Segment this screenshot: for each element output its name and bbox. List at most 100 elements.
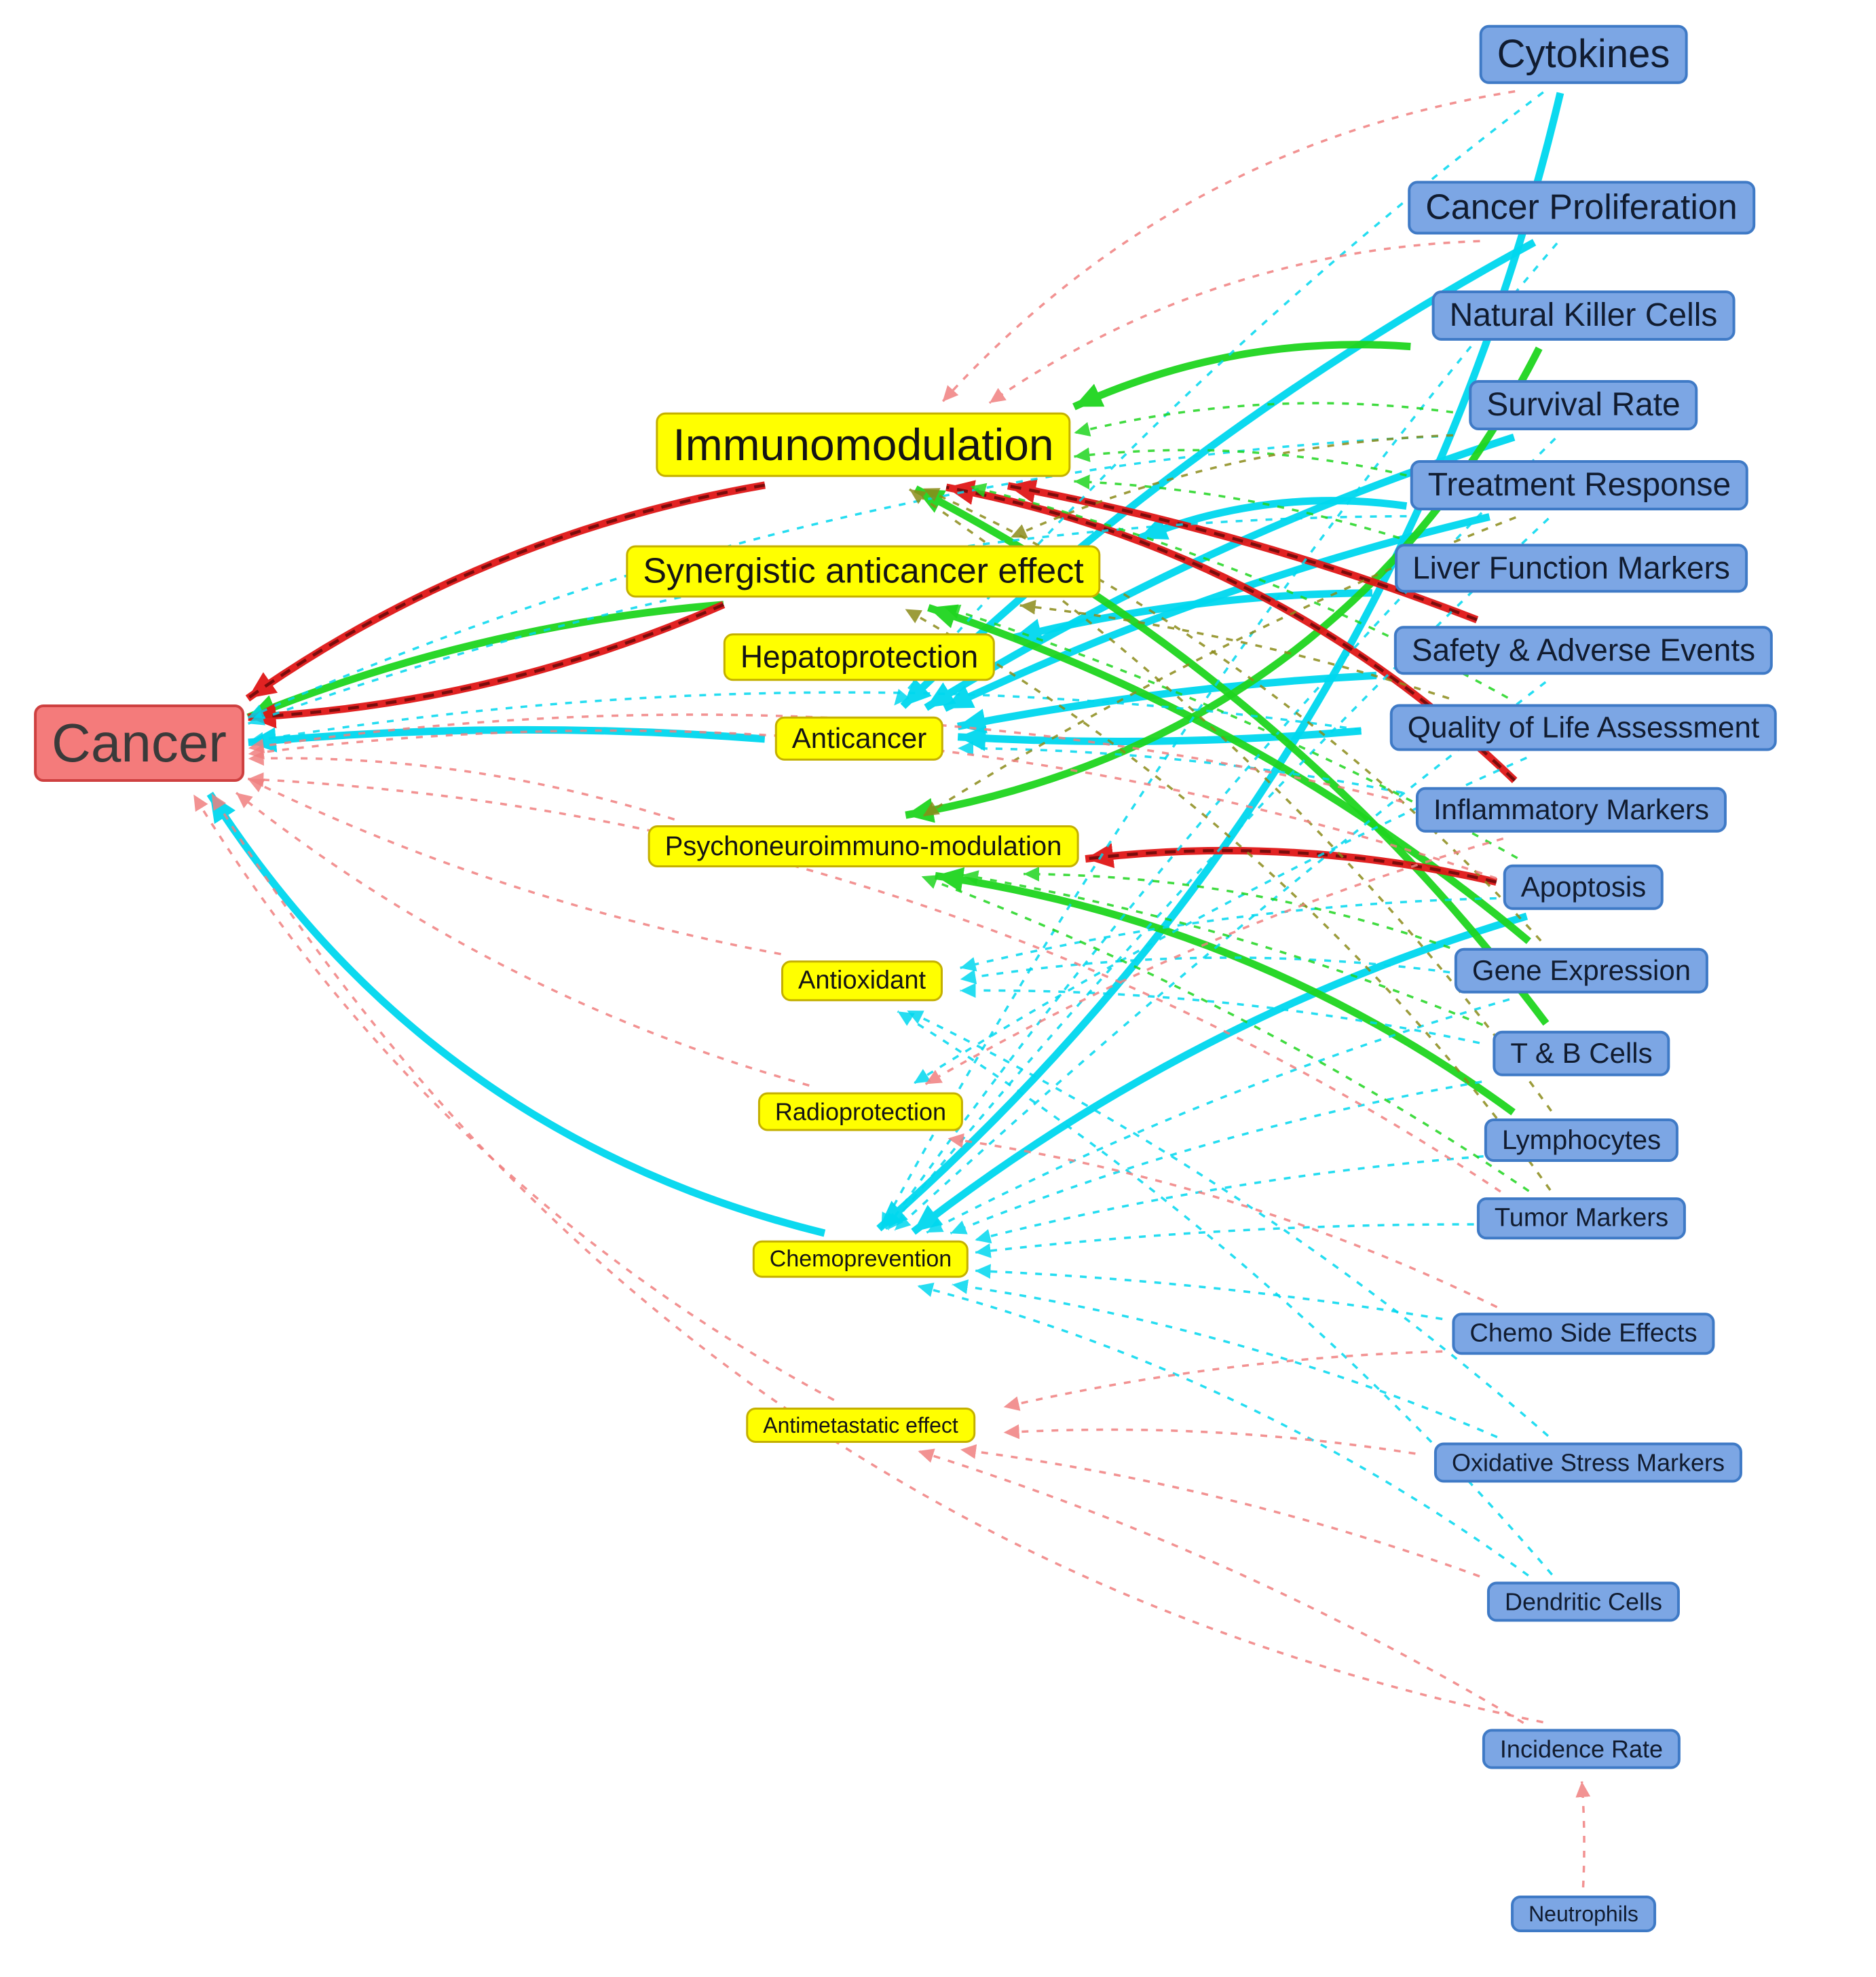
node-label-immunomodulation: Immunomodulation xyxy=(673,419,1054,470)
node-label-neutrophils: Neutrophils xyxy=(1528,1902,1638,1926)
edge-safety_adverse-chemoprevention xyxy=(893,681,1547,1232)
node-chemoprevention[interactable]: Chemoprevention xyxy=(752,1240,969,1278)
edge-treatment_response-chemoprevention xyxy=(886,517,1550,1230)
edge-cancer_proliferation-immunomodulation xyxy=(988,240,1480,404)
edge-cytokines-immunomodulation xyxy=(941,90,1516,402)
node-label-t_b_cells: T & B Cells xyxy=(1510,1036,1653,1069)
edge-lymphocytes-chemoprevention xyxy=(974,1155,1484,1244)
node-chemo_side[interactable]: Chemo Side Effects xyxy=(1452,1313,1715,1355)
node-label-synergistic: Synergistic anticancer effect xyxy=(643,551,1084,591)
node-immunomodulation[interactable]: Immunomodulation xyxy=(656,412,1071,477)
node-label-incidence: Incidence Rate xyxy=(1499,1735,1664,1763)
edge-inflammatory-cancer xyxy=(248,713,1404,804)
edge-tumor_markers-psychoneuro xyxy=(920,875,1530,1192)
node-label-inflammatory: Inflammatory Markers xyxy=(1433,793,1710,825)
node-survival_rate[interactable]: Survival Rate xyxy=(1469,380,1698,430)
edge-chemo_side-radioprotection xyxy=(948,1133,1498,1308)
edge-treatment_response-cancer xyxy=(248,514,1407,726)
node-label-dendritic: Dendritic Cells xyxy=(1504,1587,1663,1616)
edge-dendritic-antimetastatic xyxy=(960,1444,1480,1578)
node-label-oxidative: Oxidative Stress Markers xyxy=(1451,1448,1725,1477)
edge-treatment_response-immunomodulation xyxy=(1074,447,1407,477)
edge-inflammatory-radioprotection xyxy=(924,837,1504,1085)
edge-chemo_side-antimetastatic xyxy=(1003,1350,1443,1411)
node-cytokines[interactable]: Cytokines xyxy=(1479,24,1688,84)
edge-t_b_cells-antioxidant xyxy=(960,983,1480,1044)
node-gene_expression[interactable]: Gene Expression xyxy=(1454,947,1709,994)
edge-dendritic-antioxidant xyxy=(897,1010,1554,1576)
edge-anticancer-cancer xyxy=(248,726,766,753)
node-radioprotection[interactable]: Radioprotection xyxy=(757,1092,964,1131)
edge-incidence-antimetastatic xyxy=(917,1448,1524,1725)
node-liver_function[interactable]: Liver Function Markers xyxy=(1395,544,1748,592)
node-safety_adverse[interactable]: Safety & Adverse Events xyxy=(1393,626,1774,675)
node-label-hepatoprotection: Hepatoprotection xyxy=(740,639,979,675)
edge-chemoprevention-cancer xyxy=(206,791,826,1237)
node-hepatoprotection[interactable]: Hepatoprotection xyxy=(723,633,996,681)
node-cancer_proliferation[interactable]: Cancer Proliferation xyxy=(1408,181,1755,235)
node-antioxidant[interactable]: Antioxidant xyxy=(781,960,943,1001)
node-label-radioprotection: Radioprotection xyxy=(774,1097,947,1126)
edge-natural_killer-immunomodulation xyxy=(1072,341,1411,411)
node-label-tumor_markers: Tumor Markers xyxy=(1494,1203,1669,1232)
node-label-cancer: Cancer xyxy=(52,713,227,773)
node-treatment_response[interactable]: Treatment Response xyxy=(1410,460,1749,510)
edge-treatment_response-psychoneuro xyxy=(922,516,1516,818)
edge-natural_killer-psychoneuro xyxy=(905,346,1543,823)
node-incidence[interactable]: Incidence Rate xyxy=(1482,1729,1681,1769)
node-synergistic[interactable]: Synergistic anticancer effect xyxy=(626,545,1101,598)
node-label-liver_function: Liver Function Markers xyxy=(1412,550,1730,586)
edge-neutrophils-incidence xyxy=(1575,1781,1591,1888)
node-psychoneuro[interactable]: Psychoneuroimmuno-modulation xyxy=(648,825,1079,867)
node-label-safety_adverse: Safety & Adverse Events xyxy=(1411,632,1756,668)
edge-qol-radioprotection xyxy=(913,756,1528,1085)
node-inflammatory[interactable]: Inflammatory Markers xyxy=(1415,787,1727,833)
edge-qol-synergistic xyxy=(1019,599,1450,700)
node-neutrophils[interactable]: Neutrophils xyxy=(1511,1896,1656,1932)
edge-stripe-safety_adverse-immunomodulation xyxy=(1007,484,1478,622)
node-label-antioxidant: Antioxidant xyxy=(798,966,926,995)
node-anticancer[interactable]: Anticancer xyxy=(774,716,944,761)
edge-stripe-apoptosis-psychoneuro xyxy=(1085,849,1497,884)
edge-apoptosis-chemoprevention xyxy=(911,912,1528,1235)
edge-qol-anticancer xyxy=(957,726,1362,751)
node-natural_killer[interactable]: Natural Killer Cells xyxy=(1431,290,1736,341)
edge-oxidative-chemoprevention xyxy=(952,1279,1498,1439)
edge-t_b_cells-chemoprevention xyxy=(950,1080,1482,1235)
edge-psychoneuro-cancer xyxy=(248,751,675,821)
edge-stripe-immunomodulation-cancer xyxy=(246,483,766,700)
edge-stripe-synergistic-cancer xyxy=(248,603,725,719)
edge-gene_expression-psychoneuro xyxy=(1024,866,1450,949)
edge-apoptosis-antioxidant xyxy=(960,897,1497,972)
node-label-chemo_side: Chemo Side Effects xyxy=(1469,1319,1697,1348)
node-t_b_cells[interactable]: T & B Cells xyxy=(1493,1030,1670,1076)
edge-liver_function-hepatoprotection xyxy=(1012,589,1372,643)
node-antimetastatic[interactable]: Antimetastatic effect xyxy=(746,1408,975,1443)
node-tumor_markers[interactable]: Tumor Markers xyxy=(1476,1197,1687,1239)
node-apoptosis[interactable]: Apoptosis xyxy=(1503,864,1664,910)
edge-gene_expression-synergistic xyxy=(927,604,1531,945)
node-qol[interactable]: Quality of Life Assessment xyxy=(1389,704,1778,751)
edge-liver_function-immunomodulation xyxy=(1074,474,1400,540)
node-dendritic[interactable]: Dendritic Cells xyxy=(1486,1581,1681,1622)
edge-tumor_markers-synergistic xyxy=(904,607,1552,1191)
node-label-antimetastatic: Antimetastatic effect xyxy=(763,1413,958,1437)
edge-safety_adverse-anticancer xyxy=(957,671,1377,734)
edge-chemo_side-chemoprevention xyxy=(975,1264,1443,1321)
edge-antioxidant-cancer xyxy=(247,778,781,956)
edge-antimetastatic-cancer xyxy=(192,793,835,1401)
node-label-cytokines: Cytokines xyxy=(1497,31,1670,76)
edge-gene_expression-chemoprevention xyxy=(926,998,1510,1234)
edge-cytokines-anticancer xyxy=(893,91,1544,707)
node-label-treatment_response: Treatment Response xyxy=(1427,467,1731,503)
edge-incidence-cancer xyxy=(210,793,1543,1724)
node-lymphocytes[interactable]: Lymphocytes xyxy=(1484,1118,1679,1162)
edge-inflammatory-anticancer xyxy=(958,740,1403,794)
node-label-anticancer: Anticancer xyxy=(791,721,927,754)
node-cancer[interactable]: Cancer xyxy=(34,704,244,782)
node-oxidative[interactable]: Oxidative Stress Markers xyxy=(1433,1442,1743,1483)
node-label-qol: Quality of Life Assessment xyxy=(1407,711,1760,745)
